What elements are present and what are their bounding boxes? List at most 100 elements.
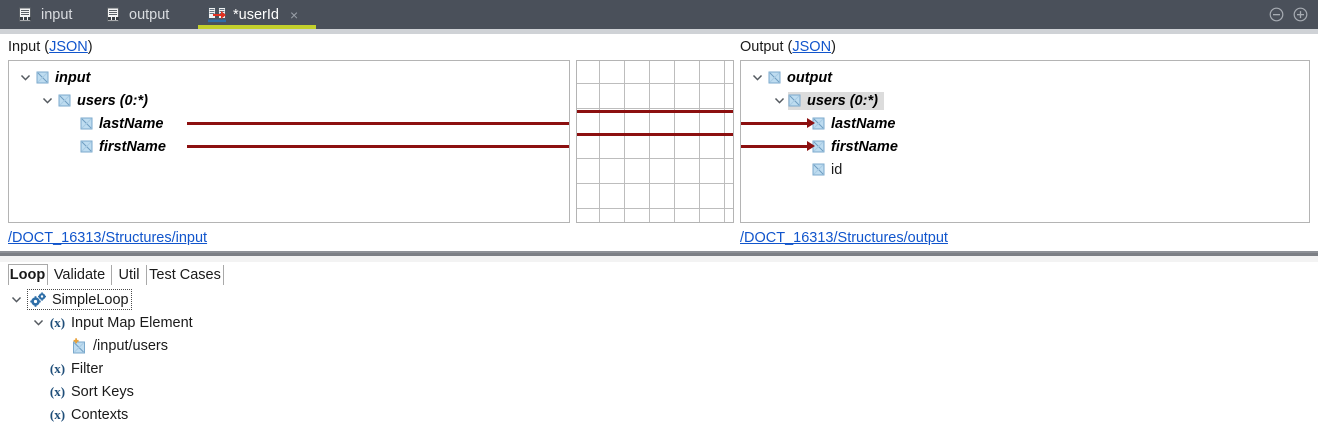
element-add-icon (71, 337, 88, 354)
output-panel-title: Output (JSON) (740, 39, 836, 55)
bottom-tab-validate[interactable]: Validate (48, 265, 112, 285)
tree-node[interactable]: users (0:*) (773, 89, 884, 112)
output-title-text: Output ( (740, 39, 793, 55)
mapping-line[interactable] (187, 145, 569, 148)
editor-tab-userid[interactable]: *userId × (198, 0, 308, 29)
maximize-button[interactable] (1293, 7, 1308, 22)
element-icon (768, 71, 781, 84)
structure-icon (18, 7, 34, 23)
structure-icon (106, 7, 122, 23)
input-structure-path-link[interactable]: /DOCT_16313/Structures/input (8, 230, 208, 246)
loop-tree-node[interactable]: /input/users (54, 334, 168, 357)
horizontal-splitter[interactable] (0, 251, 1318, 256)
input-structure-tree[interactable]: input users (0:*) lastName firstName (8, 60, 570, 223)
splitter-shadow (0, 256, 1318, 262)
output-title-suffix: ) (831, 39, 836, 55)
editor-tab-bar: input output *userId × (0, 0, 1318, 29)
loop-tree-node[interactable]: (x) Filter (32, 357, 103, 380)
tree-indent-spacer (32, 362, 45, 375)
chevron-down-icon[interactable] (41, 94, 54, 107)
output-json-link[interactable]: JSON (792, 39, 832, 55)
tree-indent-spacer (795, 163, 808, 176)
loop-tree-node[interactable]: (x) Input Map Element (32, 311, 193, 334)
tree-node[interactable]: input (19, 66, 90, 89)
loop-tree-node-label: Input Map Element (71, 314, 193, 331)
editor-tab-output[interactable]: output (96, 0, 179, 29)
splitter-top-gap (0, 250, 1318, 251)
bottom-tab-label: Test Cases (149, 267, 221, 283)
loop-tree-node[interactable]: (x) Sort Keys (32, 380, 134, 403)
output-structure-path-link[interactable]: /DOCT_16313/Structures/output (740, 230, 948, 246)
mapping-line[interactable] (741, 145, 809, 148)
gears-icon (30, 291, 47, 308)
element-icon (36, 71, 49, 84)
active-bottom-tab-left-edge (8, 265, 9, 285)
editor-tab-input[interactable]: input (8, 0, 82, 29)
minimize-button[interactable] (1269, 7, 1284, 22)
tree-node-label: users (0:*) (77, 92, 148, 109)
loop-configuration-tree[interactable]: SimpleLoop (x) Input Map Element /input/… (0, 288, 1318, 447)
chevron-down-icon[interactable] (19, 71, 32, 84)
bottom-tab-baseline (0, 285, 1318, 286)
input-json-link[interactable]: JSON (49, 39, 88, 55)
function-x-icon: (x) (49, 384, 66, 400)
loop-tree-node[interactable]: SimpleLoop (10, 288, 132, 311)
tree-node-label: users (0:*) (807, 92, 878, 109)
input-path-link-wrap: /DOCT_16313/Structures/input (8, 230, 207, 246)
bottom-tab-test-cases[interactable]: Test Cases (147, 265, 224, 285)
chevron-down-icon[interactable] (773, 94, 786, 107)
svg-text:(x): (x) (50, 361, 65, 376)
output-structure-tree[interactable]: output users (0:*) lastName firstName id (740, 60, 1310, 223)
input-title-suffix: ) (87, 39, 93, 55)
tree-node-label: id (831, 161, 843, 178)
tree-indent-spacer (63, 140, 76, 153)
mapping-line[interactable] (741, 122, 809, 125)
function-x-icon: (x) (49, 361, 66, 377)
function-x-icon: (x) (49, 407, 66, 423)
input-title-text: Input ( (8, 39, 50, 55)
tree-indent-spacer (63, 117, 76, 130)
selected-node-highlight[interactable]: users (0:*) (788, 91, 884, 110)
tree-node[interactable]: firstName (795, 135, 898, 158)
mapping-line[interactable] (577, 133, 733, 136)
tree-node[interactable]: firstName (63, 135, 166, 158)
active-bottom-tab-top-edge (8, 264, 48, 265)
loop-tree-node-label: Contexts (71, 406, 129, 423)
element-icon (58, 94, 71, 107)
svg-text:(x): (x) (50, 384, 65, 399)
active-tab-indicator (198, 25, 316, 29)
bottom-tab-loop[interactable]: Loop (8, 265, 48, 285)
output-path-link-wrap: /DOCT_16313/Structures/output (740, 230, 948, 246)
loop-tree-node-label: SimpleLoop (52, 291, 129, 308)
element-icon (812, 163, 825, 176)
tree-node[interactable]: users (0:*) (41, 89, 148, 112)
editor-tab-label: output (129, 6, 170, 23)
mapping-line[interactable] (187, 122, 569, 125)
mapping-grid-panel[interactable] (576, 60, 734, 223)
loop-tree-node-label: Filter (71, 360, 104, 377)
chevron-down-icon[interactable] (32, 316, 45, 329)
loop-tree-node-label: Sort Keys (71, 383, 134, 400)
tree-indent-spacer (32, 408, 45, 421)
close-icon[interactable]: × (289, 6, 299, 23)
chevron-down-icon[interactable] (10, 293, 23, 306)
svg-text:(x): (x) (50, 407, 65, 422)
editor-tab-label: input (41, 6, 73, 23)
loop-tree-node[interactable]: (x) Contexts (32, 403, 128, 426)
input-panel-title: Input (JSON) (8, 39, 93, 55)
element-icon (788, 94, 801, 107)
tree-node-label: input (55, 69, 91, 86)
chevron-down-icon[interactable] (751, 71, 764, 84)
tree-node[interactable]: lastName (63, 112, 163, 135)
bottom-tab-util[interactable]: Util (112, 265, 147, 285)
editor-tab-label: *userId (233, 6, 279, 23)
mapping-line[interactable] (577, 110, 733, 113)
tree-node[interactable]: output (751, 66, 832, 89)
bottom-tab-label: Loop (9, 267, 46, 283)
tree-node[interactable]: id (795, 158, 842, 181)
element-icon (80, 140, 93, 153)
focused-node-outline[interactable]: SimpleLoop (27, 289, 132, 310)
tree-node-label: firstName (99, 138, 166, 155)
tree-node[interactable]: lastName (795, 112, 895, 135)
tree-indent-spacer (32, 385, 45, 398)
